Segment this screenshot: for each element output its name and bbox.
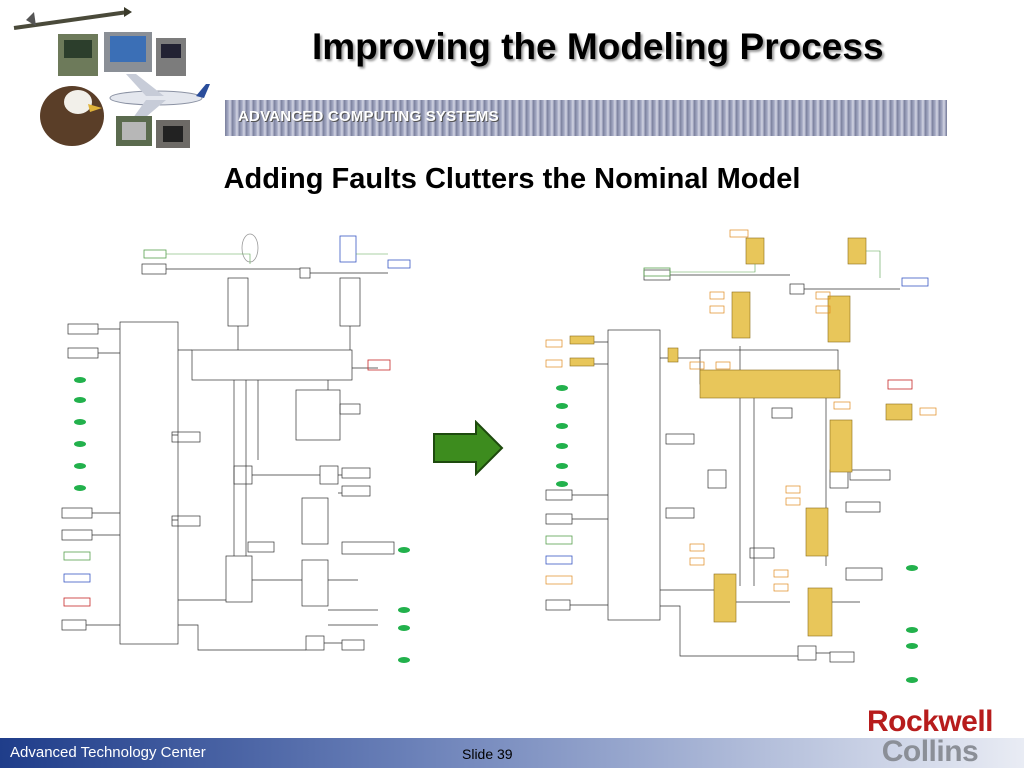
missile-icon	[13, 7, 132, 30]
airplane-icon	[109, 74, 210, 122]
footer-bar	[0, 738, 1024, 768]
section-banner	[225, 100, 947, 136]
logo-line-1: Rockwell	[866, 705, 994, 738]
transition-arrow-icon	[432, 419, 504, 477]
slide-number: Slide 39	[462, 746, 513, 762]
header-collage-image	[6, 4, 214, 154]
section-banner-label: ADVANCED COMPUTING SYSTEMS	[238, 108, 499, 125]
slide-title: Improving the Modeling Process	[312, 26, 884, 67]
fault-model-diagram	[540, 226, 940, 686]
eagle-icon	[40, 86, 104, 146]
slide-subtitle: Adding Faults Clutters the Nominal Model	[223, 163, 801, 195]
footer-organization: Advanced Technology Center	[10, 744, 206, 761]
nominal-model-diagram	[58, 230, 418, 680]
company-logo: Rockwell Collins	[845, 707, 1015, 767]
logo-line-2: Collins	[881, 735, 979, 768]
